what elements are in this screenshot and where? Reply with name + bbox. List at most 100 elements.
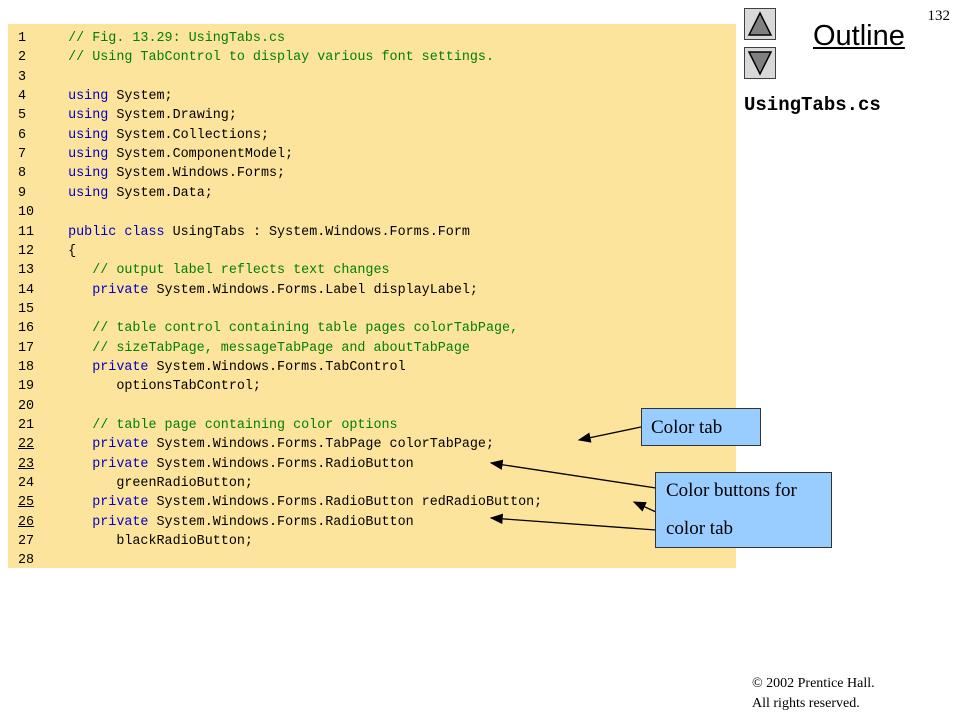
code-text: private System.Windows.Forms.RadioButton [44, 513, 413, 532]
code-line: 14 private System.Windows.Forms.Label di… [8, 281, 478, 300]
code-text: private System.Windows.Forms.RadioButton [44, 455, 414, 474]
comment: // Using TabControl to display various f… [68, 50, 495, 66]
code-token: System.Windows.Forms.TabControl [148, 359, 406, 375]
code-token: System.Windows.Forms.RadioButton redRadi… [148, 495, 543, 511]
line-number: 6 [18, 127, 27, 143]
keyword: using [68, 108, 109, 124]
keyword: private [92, 359, 149, 375]
code-line: 11 public class UsingTabs : System.Windo… [8, 223, 470, 242]
code-text: { [44, 242, 76, 261]
line-number: 9 [18, 185, 27, 201]
code-line: 27 blackRadioButton; [8, 532, 253, 551]
line-number: 27 [18, 534, 35, 550]
code-text: using System.Windows.Forms; [44, 164, 285, 183]
keyword: using [68, 147, 109, 163]
code-line: 3 [8, 68, 44, 87]
code-line: 10 [8, 203, 44, 222]
code-token: System.Windows.Forms.Label displayLabel; [148, 282, 478, 298]
keyword: private [92, 282, 149, 298]
next-slide-button[interactable] [744, 47, 776, 79]
copyright: © 2002 Prentice Hall. All rights reserve… [752, 674, 875, 714]
code-text: greenRadioButton; [44, 474, 253, 493]
code-line: 9 using System.Data; [8, 184, 213, 203]
keyword: class [124, 224, 165, 240]
comment: // output label reflects text changes [92, 263, 390, 279]
code-token: System.Collections; [108, 127, 270, 143]
code-line: 21 // table page containing color option… [8, 416, 398, 435]
copyright-line2: All rights reserved. [752, 696, 860, 711]
line-number: 15 [18, 301, 35, 317]
comment: // table page containing color options [92, 418, 398, 433]
line-number: 12 [18, 243, 35, 259]
code-text: optionsTabControl; [44, 377, 261, 396]
line-number: 3 [18, 69, 27, 85]
page-number: 132 [927, 8, 951, 24]
code-text: // table control containing table pages … [44, 319, 518, 338]
code-token: System.ComponentModel; [108, 147, 294, 163]
arrow-to-line-25 [632, 501, 657, 513]
line-number: 26 [18, 514, 35, 530]
code-text: private System.Windows.Forms.TabPage col… [44, 435, 494, 454]
code-token: System.Windows.Forms.RadioButton [148, 456, 414, 472]
code-text: // sizeTabPage, messageTabPage and about… [44, 339, 470, 358]
previous-slide-button[interactable] [744, 8, 776, 40]
code-token: { [44, 243, 77, 259]
code-text: using System; [44, 87, 173, 106]
code-text: private System.Windows.Forms.RadioButton… [44, 493, 542, 512]
comment: // sizeTabPage, messageTabPage and about… [92, 340, 470, 356]
line-number: 1 [18, 31, 27, 46]
code-line: 28 [8, 551, 44, 570]
code-text: // output label reflects text changes [44, 261, 390, 280]
line-number: 14 [18, 282, 35, 298]
comment: // table control containing table pages … [92, 321, 519, 337]
line-number: 10 [18, 205, 35, 221]
line-number: 24 [18, 476, 35, 492]
line-number: 5 [18, 108, 27, 124]
arrow-to-line-23 [489, 459, 657, 489]
code-line: 20 [8, 397, 44, 416]
code-text: using System.Collections; [44, 126, 269, 145]
line-number: 2 [18, 50, 27, 66]
line-number: 8 [18, 166, 27, 182]
line-number: 23 [18, 456, 35, 472]
code-token: System.Windows.Forms; [108, 166, 286, 182]
code-line: 25 private System.Windows.Forms.RadioBut… [8, 493, 542, 512]
line-number: 13 [18, 263, 35, 279]
code-text: using System.ComponentModel; [44, 145, 293, 164]
code-text: using System.Drawing; [44, 106, 237, 125]
arrow-to-line-26 [489, 513, 657, 531]
code-line: 2 // Using TabControl to display various… [8, 48, 494, 67]
callout-color-buttons-line2: color tab [666, 518, 734, 539]
code-line: 22 private System.Windows.Forms.TabPage … [8, 435, 494, 454]
outline-link[interactable]: Outline [813, 20, 905, 52]
triangle-up-icon [747, 11, 773, 36]
code-text: // Fig. 13.29: UsingTabs.cs [44, 29, 285, 48]
line-number: 28 [18, 553, 35, 569]
code-line: 26 private System.Windows.Forms.RadioBut… [8, 513, 414, 532]
code-line: 1 // Fig. 13.29: UsingTabs.cs [8, 29, 285, 48]
line-number: 11 [18, 224, 35, 240]
file-name-heading: UsingTabs.cs [744, 94, 881, 116]
code-text: // Using TabControl to display various f… [44, 48, 494, 67]
code-line: 8 using System.Windows.Forms; [8, 164, 285, 183]
line-number: 4 [18, 89, 27, 105]
code-text: public class UsingTabs : System.Windows.… [44, 223, 470, 242]
code-line: 13 // output label reflects text changes [8, 261, 390, 280]
code-text: blackRadioButton; [44, 532, 253, 551]
keyword: using [68, 166, 109, 182]
code-token: greenRadioButton; [44, 476, 253, 492]
code-token: System; [108, 89, 173, 105]
arrow-to-line-22 [577, 426, 642, 443]
code-text: private System.Windows.Forms.Label displ… [44, 281, 478, 300]
line-number: 18 [18, 359, 35, 375]
code-text: using System.Data; [44, 184, 213, 203]
line-number: 7 [18, 147, 27, 163]
code-line: 6 using System.Collections; [8, 126, 269, 145]
code-text: private System.Windows.Forms.TabControl [44, 358, 406, 377]
line-number: 22 [18, 437, 35, 453]
code-token: UsingTabs : System.Windows.Forms.Form [164, 224, 470, 240]
line-number: 17 [18, 340, 35, 356]
callout-color-buttons-line1: Color buttons for [666, 480, 797, 501]
code-line: 16 // table control containing table pag… [8, 319, 518, 338]
